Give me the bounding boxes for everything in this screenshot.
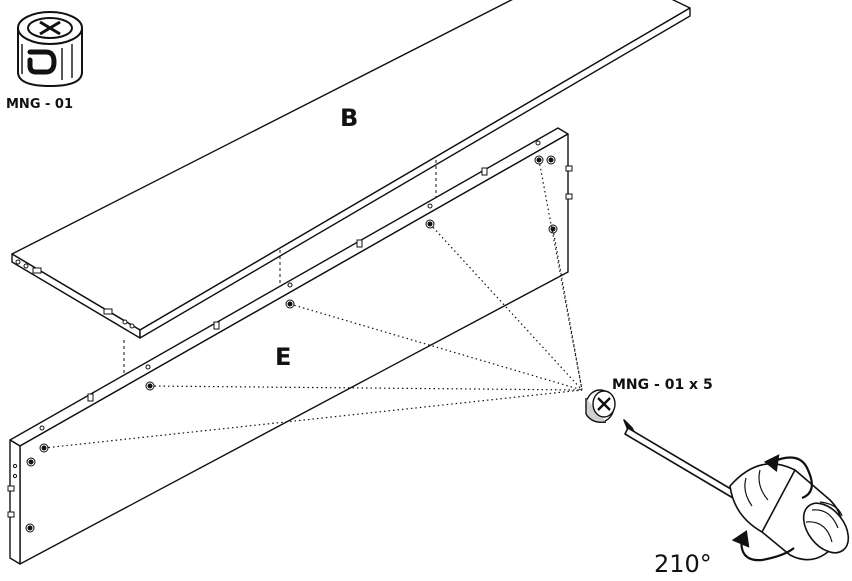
panel-e-top-holes [12,140,541,479]
step-part-label: MNG - 01 x 5 [612,377,713,393]
screwdriver-icon [623,419,850,561]
rotation-label: 210° [654,550,712,578]
panel-b [11,0,691,339]
panel-e-label: E [275,343,291,371]
alignment-lines [123,160,437,378]
part-mng01-icon [17,11,83,88]
rotation-arrow-icon [731,454,813,562]
panel-e-dowels [7,165,573,518]
panel-b-label: B [340,104,358,132]
cam-fitting-icon [585,389,616,424]
panel-b-edge-holes [15,259,135,329]
leader-lines [43,159,583,449]
panel-b-dowels [32,267,113,315]
part-label: MNG - 01 [6,97,73,112]
